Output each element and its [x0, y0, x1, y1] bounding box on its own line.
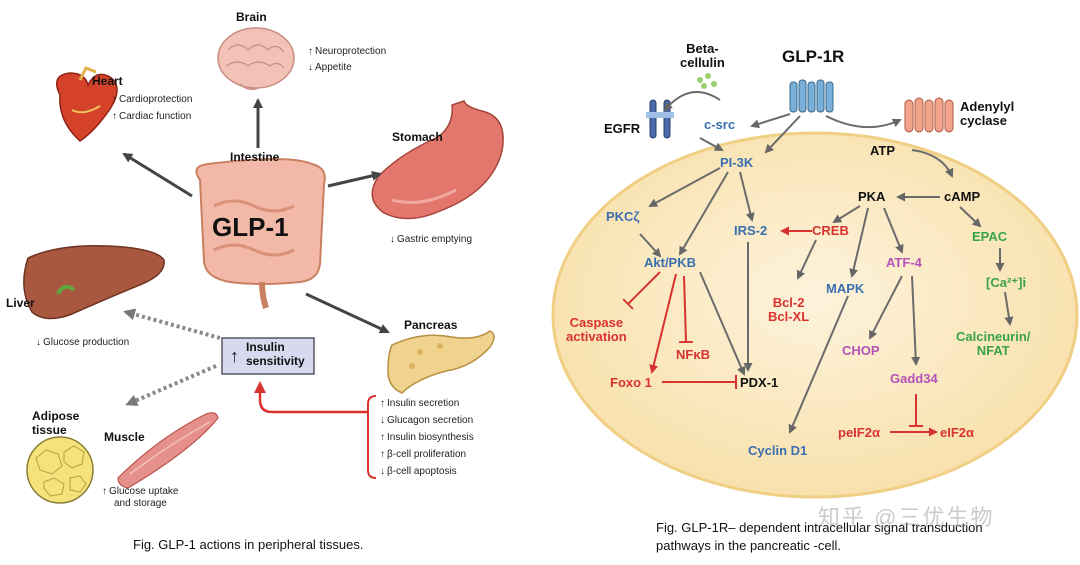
pancreas-effect-1: ↑Insulin secretion: [380, 398, 460, 409]
liver-label: Liver: [6, 296, 35, 310]
adipose-illustration: [26, 436, 94, 504]
node-gadd: Gadd34: [890, 371, 938, 386]
adenylyl-line2: cyclase: [960, 113, 1007, 128]
node-chop: CHOP: [842, 343, 880, 358]
node-c-src: c-src: [704, 117, 736, 132]
node-irs2: IRS-2: [734, 223, 768, 238]
glp1-center-label: GLP-1: [212, 212, 289, 242]
stomach-label: Stomach: [392, 130, 443, 144]
adenylyl-cyclase-label: Adenylyl cyclase: [960, 100, 1014, 128]
inhibition-lines: [622, 226, 938, 437]
brain-effect-2-text: Appetite: [315, 62, 352, 73]
brain-effect-2: ↓Appetite: [308, 62, 352, 73]
pancreas-effect-2: ↓Glucagon secretion: [380, 415, 474, 426]
heart-effect-2: ↑Cardiac function: [112, 111, 192, 122]
cell-membrane: [551, 131, 1079, 499]
signal-arrows: [639, 91, 1014, 434]
node-calcineurin: Calcineurin/ NFAT: [956, 330, 1030, 358]
node-calcineurin-line2: NFAT: [976, 343, 1010, 358]
pancreas-effect-5: ↓β-cell apoptosis: [380, 466, 457, 477]
node-ca: [Ca²⁺]i: [986, 275, 1027, 290]
node-bcl-line2: Bcl-XL: [768, 309, 810, 324]
node-epac: EPAC: [972, 229, 1008, 244]
node-cyclin: Cyclin D1: [748, 443, 808, 458]
stomach-effect-1: ↓Gastric emptying: [390, 234, 473, 245]
egfr-label: EGFR: [604, 121, 641, 136]
insulin-sensitivity-line1: Insulin: [246, 340, 285, 354]
glp1r-label: GLP-1R: [782, 47, 845, 66]
right-caption-line2: pathways in the pancreatic -cell.: [656, 538, 841, 553]
node-eif: eIF2α: [940, 425, 975, 440]
node-mapk: MAPK: [826, 281, 865, 296]
heart-illustration: [55, 66, 118, 142]
muscle-effect-1: ↑Glucose uptake and storage: [102, 486, 179, 509]
adenylyl-line1: Adenylyl: [960, 99, 1015, 114]
node-bcl-line1: Bcl-2: [772, 295, 805, 310]
brain-illustration: [217, 27, 295, 91]
node-pka: PKA: [858, 189, 886, 204]
adipose-label-line1: Adipose: [32, 409, 80, 423]
pancreas-illustration: [387, 330, 495, 394]
heart-effect-1: ↑Cardioprotection: [112, 94, 193, 105]
brain-effect-1-text: Neuroprotection: [315, 46, 387, 57]
pancreas-effect-3: ↑Insulin biosynthesis: [380, 432, 474, 443]
intestine-illustration: [195, 158, 326, 309]
betacellulin-label: Beta- cellulin: [680, 42, 725, 70]
watermark: 知乎 @三优生物: [818, 505, 995, 530]
node-caspase-line1: Caspase: [569, 315, 624, 330]
stomach-effect-1-text: Gastric emptying: [397, 234, 473, 245]
pancreas-effect-4: ↑β-cell proliferation: [380, 449, 467, 460]
stomach-illustration: [371, 100, 504, 220]
liver-effect-1-text: Glucose production: [43, 337, 130, 348]
node-camp: cAMP: [944, 189, 981, 204]
intestine-label: Intestine: [230, 150, 280, 164]
liver-illustration: [23, 245, 165, 320]
heart-label: Heart: [92, 74, 123, 88]
betacellulin-dots: [697, 73, 717, 89]
node-atf4: ATF-4: [886, 255, 922, 270]
node-bcl: Bcl-2 Bcl-XL: [768, 296, 809, 324]
glp1r-receptor-illustration: [789, 79, 834, 113]
node-calcineurin-line1: Calcineurin/: [956, 329, 1031, 344]
betacellulin-line1: Beta-: [686, 41, 719, 56]
node-caspase: Caspase activation: [566, 316, 627, 344]
muscle-illustration: [117, 412, 219, 489]
brain-effect-1: ↑Neuroprotection: [308, 46, 387, 57]
heart-effect-1-text: Cardioprotection: [119, 94, 193, 105]
liver-effect-1: ↓Glucose production: [36, 337, 130, 348]
pancreas-effect-1-text: Insulin secretion: [387, 398, 460, 409]
betacellulin-line2: cellulin: [680, 55, 725, 70]
node-peif: peIF2α: [838, 425, 880, 440]
node-foxo: Foxo 1: [610, 375, 652, 390]
node-caspase-line2: activation: [566, 329, 627, 344]
brain-label: Brain: [236, 10, 267, 24]
pancreas-effect-3-text: Insulin biosynthesis: [387, 432, 474, 443]
svg-text:↑: ↑: [230, 346, 239, 366]
node-pi3k: PI-3K: [720, 155, 754, 170]
muscle-effect-1-text: Glucose uptake: [109, 486, 179, 497]
muscle-label: Muscle: [104, 430, 145, 444]
insulin-sensitivity-label: Insulin sensitivity: [246, 340, 305, 368]
right-caption-line1: Fig. GLP-1R– dependent intracellular sig…: [656, 520, 983, 535]
node-creb: CREB: [812, 223, 849, 238]
left-caption: Fig. GLP-1 actions in peripheral tissues…: [133, 537, 364, 552]
adenylyl-cyclase-illustration: [904, 97, 954, 133]
heart-effect-2-text: Cardiac function: [119, 111, 192, 122]
adipose-label: Adipose tissue: [32, 409, 79, 437]
node-atp: ATP: [870, 143, 896, 158]
pancreas-effect-2-text: Glucagon secretion: [387, 415, 474, 426]
adipose-label-line2: tissue: [32, 423, 67, 437]
node-pdx: PDX-1: [740, 375, 779, 390]
muscle-effect-1-line2: and storage: [114, 498, 167, 509]
node-pkc: PKCζ: [606, 209, 640, 224]
pancreas-effect-4-text: β-cell proliferation: [387, 449, 467, 460]
node-nfkb: NFκB: [676, 347, 710, 362]
insulin-sensitivity-box: [221, 337, 315, 375]
node-akt: Akt/PKB: [644, 255, 697, 270]
insulin-sensitivity-line2: sensitivity: [246, 354, 305, 368]
pancreas-effect-5-text: β-cell apoptosis: [387, 466, 457, 477]
pancreas-label: Pancreas: [404, 318, 458, 332]
